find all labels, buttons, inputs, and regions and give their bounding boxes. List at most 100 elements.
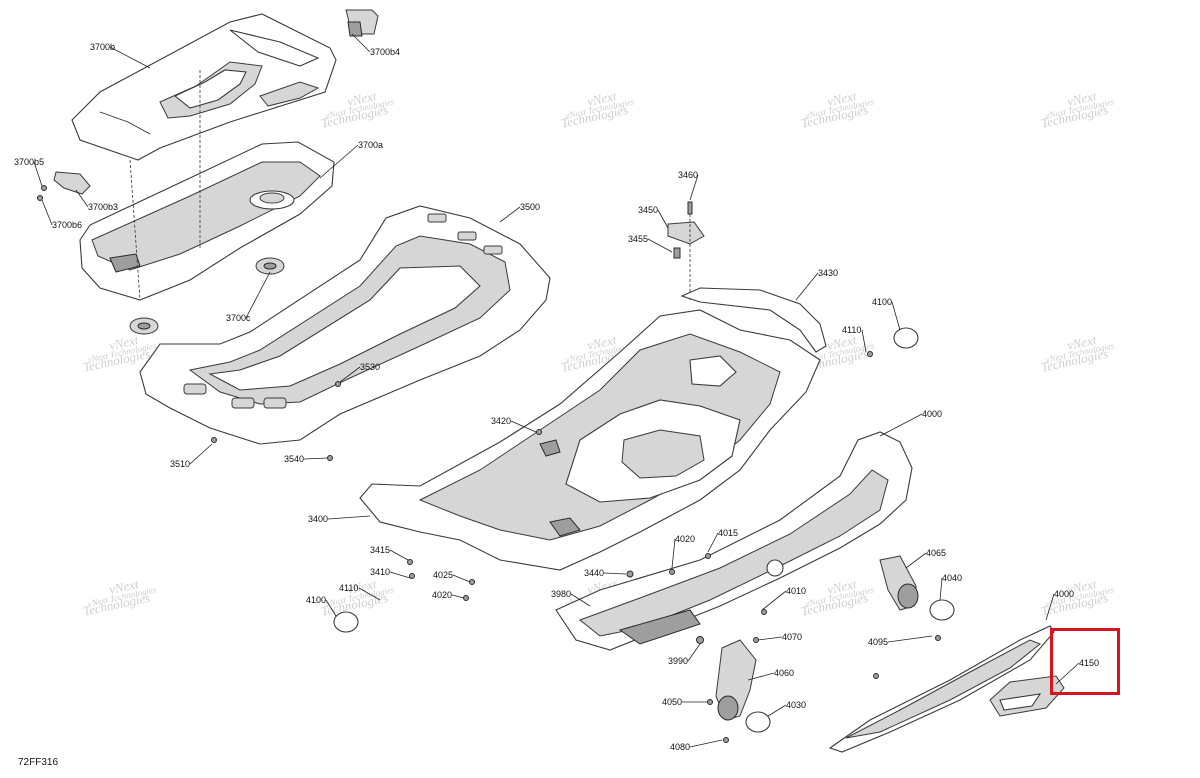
callout-label[interactable]: 3530 bbox=[360, 362, 380, 372]
callout-leader bbox=[707, 532, 719, 553]
highlight-box-4150[interactable] bbox=[1050, 628, 1120, 695]
svg-text:vNext: vNext bbox=[346, 576, 378, 597]
callout-label[interactable]: 4040 bbox=[942, 573, 962, 583]
callout-label[interactable]: 3420 bbox=[491, 416, 511, 426]
callout-leader bbox=[939, 577, 943, 601]
callout-label[interactable]: 3700c bbox=[226, 313, 251, 323]
callout-label[interactable]: 3400 bbox=[308, 514, 328, 524]
part-3400-body bbox=[359, 309, 821, 571]
callout-label[interactable]: 4060 bbox=[774, 668, 794, 678]
callout-leader bbox=[452, 574, 471, 583]
callout-label[interactable]: 4020 bbox=[675, 534, 695, 544]
callout-leader bbox=[389, 571, 411, 579]
callout-label[interactable]: 4150 bbox=[1079, 658, 1099, 668]
callout-leader bbox=[75, 189, 89, 208]
part-3700a-tray bbox=[79, 70, 335, 301]
callout-label[interactable]: 3700b4 bbox=[370, 47, 400, 57]
callout-leader bbox=[351, 33, 371, 53]
callout-label[interactable]: 4110 bbox=[842, 325, 861, 335]
part-3500-frame bbox=[139, 205, 551, 445]
callout-label[interactable]: 4095 bbox=[868, 637, 888, 647]
callout-label[interactable]: 4010 bbox=[786, 586, 806, 596]
svg-text:vNext: vNext bbox=[346, 88, 378, 109]
callout-leader bbox=[570, 593, 591, 607]
part-4150-plate bbox=[989, 675, 1065, 717]
callout-leader bbox=[319, 144, 359, 179]
callout-label[interactable]: 3990 bbox=[668, 656, 688, 666]
callout-label[interactable]: 3430 bbox=[818, 268, 838, 278]
callout-label[interactable]: 4000 bbox=[1054, 589, 1074, 599]
callout-label[interactable]: 4100 bbox=[306, 595, 326, 605]
callout-label[interactable]: 4100 bbox=[872, 297, 892, 307]
callout-leader bbox=[757, 636, 783, 641]
part-4065-bracket bbox=[879, 555, 919, 611]
callout-label[interactable]: 4030 bbox=[786, 700, 806, 710]
callout-label[interactable]: 4050 bbox=[662, 697, 682, 707]
part-3700b-cover bbox=[71, 13, 337, 161]
callout-label[interactable]: 3700b6 bbox=[52, 220, 82, 230]
callout-leader bbox=[325, 599, 337, 617]
callout-label[interactable]: 3440 bbox=[584, 568, 604, 578]
callout-label[interactable]: 4020 bbox=[432, 590, 452, 600]
callout-leader bbox=[905, 552, 927, 569]
callout-label[interactable]: 3700b bbox=[90, 42, 115, 52]
callout-leader bbox=[795, 272, 819, 301]
callout-label[interactable]: 3700a bbox=[358, 140, 383, 150]
figure-id: 72FF316 bbox=[18, 757, 59, 768]
callout-label[interactable]: 3540 bbox=[284, 454, 304, 464]
callout-label[interactable]: 3500 bbox=[520, 202, 540, 212]
callout-label[interactable]: 4070 bbox=[782, 632, 802, 642]
callout-leader bbox=[41, 199, 53, 226]
callout-label[interactable]: 3450 bbox=[638, 205, 658, 215]
callout-leader bbox=[339, 366, 361, 383]
callout-label[interactable]: 3510 bbox=[170, 459, 190, 469]
callout-leader bbox=[687, 643, 701, 662]
callout-leader bbox=[358, 587, 381, 601]
callout-label[interactable]: 3700b3 bbox=[88, 202, 118, 212]
callout-leader bbox=[510, 420, 537, 433]
callout-label[interactable]: 4110 bbox=[339, 583, 358, 593]
callout-leader bbox=[303, 457, 329, 460]
callout-leader bbox=[671, 538, 676, 569]
callout-label[interactable]: 3415 bbox=[370, 545, 390, 555]
svg-text:vNext: vNext bbox=[108, 332, 140, 353]
svg-text:vNext: vNext bbox=[826, 332, 858, 353]
callout-label[interactable]: 3455 bbox=[628, 234, 648, 244]
callout-leader bbox=[887, 635, 933, 643]
callout-leader bbox=[33, 161, 43, 187]
part-3430-rail bbox=[680, 287, 827, 353]
callout-label[interactable]: 3410 bbox=[370, 567, 390, 577]
callout-leader bbox=[189, 443, 213, 465]
svg-text:vNext: vNext bbox=[1066, 88, 1098, 109]
callout-label[interactable]: 3460 bbox=[678, 170, 698, 180]
callout-leader bbox=[891, 301, 901, 331]
callout-label[interactable]: 3980 bbox=[551, 589, 571, 599]
callout-label[interactable]: 4065 bbox=[926, 548, 946, 558]
callout-leader bbox=[767, 704, 787, 717]
reflectors bbox=[333, 327, 955, 733]
callout-leader bbox=[761, 590, 787, 611]
fasteners bbox=[37, 185, 941, 743]
callout-label[interactable]: 4025 bbox=[433, 570, 453, 580]
callout-label[interactable]: 3700b5 bbox=[14, 157, 44, 167]
callout-label[interactable]: 4080 bbox=[670, 742, 690, 752]
svg-text:vNext: vNext bbox=[586, 88, 618, 109]
part-3450-clip bbox=[667, 201, 705, 300]
callout-leader bbox=[451, 594, 465, 599]
svg-text:vNext: vNext bbox=[1066, 332, 1098, 353]
callout-label[interactable]: 4000 bbox=[922, 409, 942, 419]
svg-text:vNext: vNext bbox=[826, 88, 858, 109]
callout-leader bbox=[879, 413, 923, 437]
callout-leader bbox=[1055, 662, 1080, 685]
callout-leader bbox=[327, 515, 371, 520]
callout-leader bbox=[389, 549, 409, 561]
callout-label[interactable]: 4015 bbox=[718, 528, 738, 538]
callout-leader bbox=[245, 271, 271, 319]
